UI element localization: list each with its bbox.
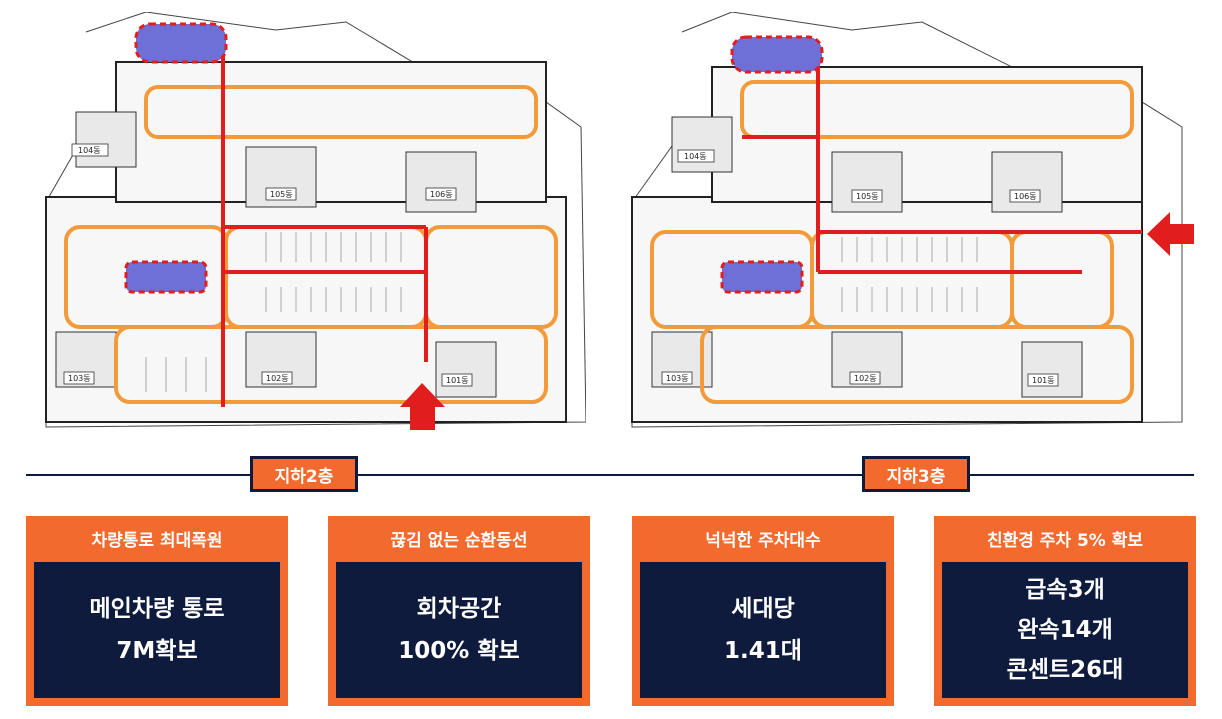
card-line: 7M확보 — [116, 638, 198, 664]
svg-text:103동: 103동 — [68, 374, 91, 383]
svg-text:105동: 105동 — [270, 190, 293, 199]
card-body: 회차공간 100% 확보 — [336, 562, 582, 698]
svg-text:105동: 105동 — [856, 192, 879, 201]
card-line: 급속3개 — [1025, 577, 1105, 603]
card-title: 친환경 주차 5% 확보 — [986, 530, 1144, 551]
divider-line — [26, 474, 1194, 476]
card-body: 메인차량 통로 7M확보 — [34, 562, 280, 698]
svg-text:102동: 102동 — [854, 374, 877, 383]
card-title: 끊김 없는 순환동선 — [390, 530, 528, 551]
floor-label-b2: 지하2층 — [250, 456, 358, 492]
card-title: 차량통로 최대폭원 — [91, 530, 223, 551]
card-title: 넉넉한 주차대수 — [705, 530, 821, 551]
feature-card-parking-ratio: 넉넉한 주차대수 세대당 1.41대 — [632, 516, 894, 706]
card-line: 세대당 — [731, 596, 795, 622]
svg-text:103동: 103동 — [666, 374, 689, 383]
floor-plan-b3: 104동 105동 106동 103동 102동 101동 — [622, 12, 1194, 432]
svg-text:106동: 106동 — [430, 190, 453, 199]
floor-label-b3: 지하3층 — [862, 456, 970, 492]
card-line: 1.41대 — [724, 638, 802, 664]
card-line: 콘센트26대 — [1006, 657, 1124, 683]
card-line: 완속14개 — [1017, 617, 1113, 643]
svg-text:101동: 101동 — [446, 376, 469, 385]
svg-text:101동: 101동 — [1032, 376, 1055, 385]
svg-text:106동: 106동 — [1014, 192, 1037, 201]
svg-text:102동: 102동 — [266, 374, 289, 383]
card-line: 회차공간 — [416, 596, 502, 622]
svg-text:104동: 104동 — [78, 146, 101, 155]
feature-card-eco-parking: 친환경 주차 5% 확보 급속3개 완속14개 콘센트26대 — [934, 516, 1196, 706]
feature-card-road-width: 차량통로 최대폭원 메인차량 통로 7M확보 — [26, 516, 288, 706]
card-body: 급속3개 완속14개 콘센트26대 — [942, 562, 1188, 698]
up-arrow-icon — [400, 383, 445, 430]
floor-plan-b2: 104동 105동 106동 103동 102동 101동 — [26, 12, 586, 432]
card-line: 메인차량 통로 — [89, 596, 225, 622]
feature-card-circulation: 끊김 없는 순환동선 회차공간 100% 확보 — [328, 516, 590, 706]
svg-text:104동: 104동 — [684, 152, 707, 161]
left-arrow-icon — [1147, 212, 1194, 256]
card-body: 세대당 1.41대 — [640, 562, 886, 698]
card-line: 100% 확보 — [398, 638, 520, 664]
